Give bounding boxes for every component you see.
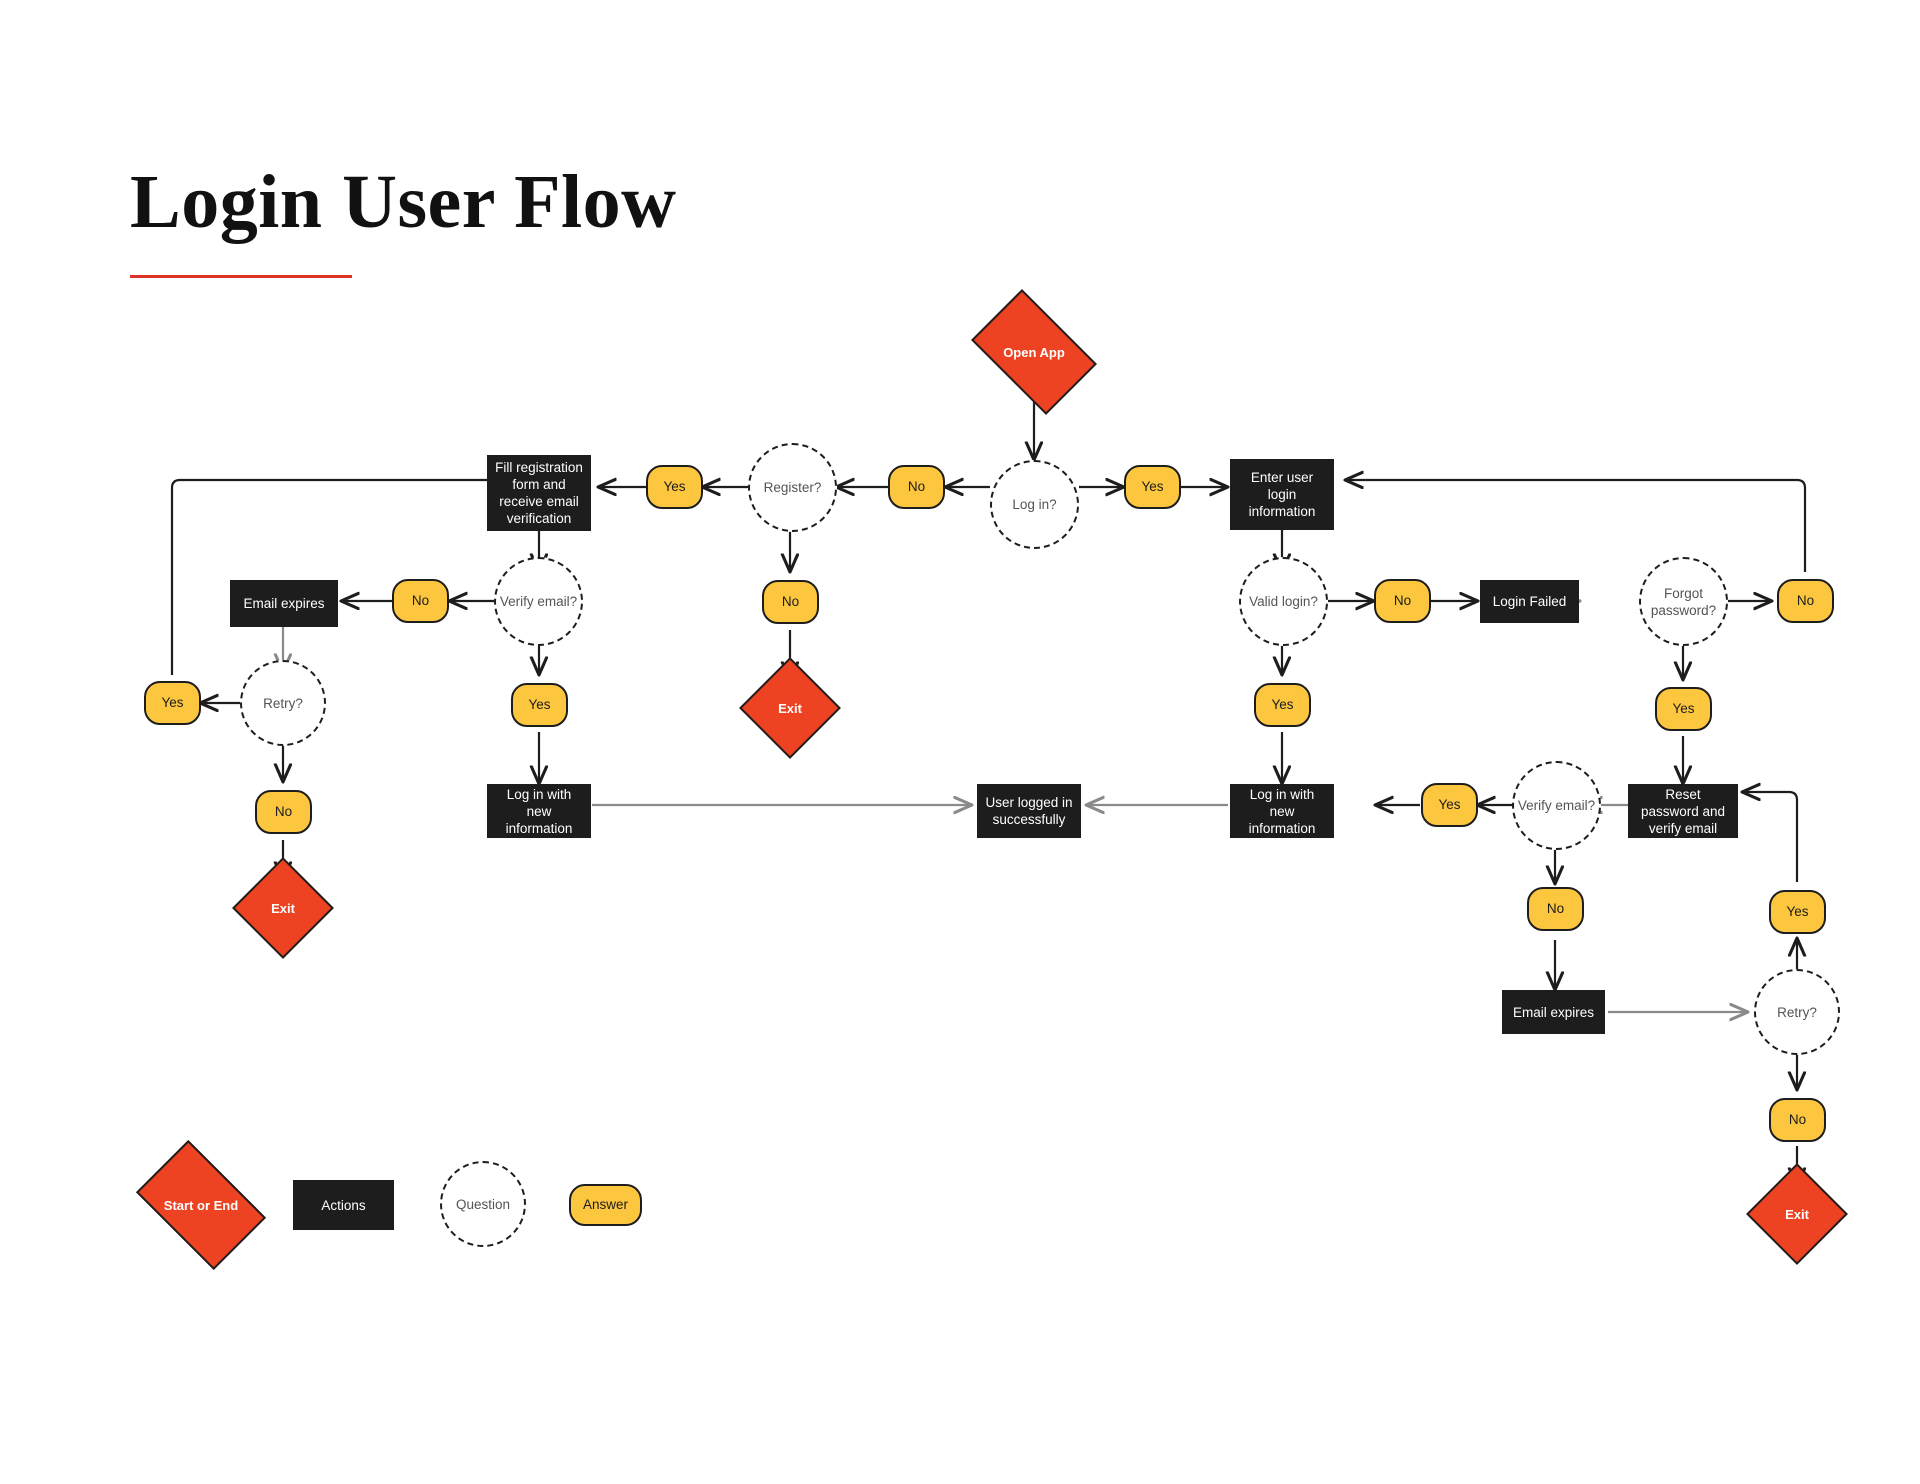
- node-label: Login Failed: [1492, 594, 1567, 609]
- node-label: No: [411, 593, 430, 608]
- node-label: No: [1796, 593, 1815, 608]
- node-label: Yes: [1672, 701, 1695, 716]
- node-no-retry-1[interactable]: No: [255, 790, 312, 834]
- node-label: Log in with new information: [505, 786, 573, 836]
- node-verify-email-question-2[interactable]: Verify email?: [1512, 761, 1601, 850]
- legend-answer: Answer: [569, 1184, 642, 1226]
- legend-label: Actions: [321, 1197, 366, 1213]
- node-label: No: [907, 479, 926, 494]
- node-label: Email expires: [1512, 1004, 1595, 1020]
- node-label: Verify email?: [1517, 798, 1596, 813]
- node-label: No: [1546, 901, 1565, 916]
- node-register-question[interactable]: Register?: [748, 443, 837, 532]
- node-label: Verify email?: [499, 594, 578, 609]
- legend-action: Actions: [293, 1180, 394, 1230]
- node-label: Exit: [1785, 1206, 1809, 1222]
- node-exit-retry-1[interactable]: Exit: [232, 857, 334, 959]
- page-title: Login User Flow: [130, 160, 677, 244]
- node-label: Yes: [1438, 797, 1461, 812]
- node-yes-login[interactable]: Yes: [1124, 465, 1181, 509]
- node-valid-login-question[interactable]: Valid login?: [1239, 557, 1328, 646]
- node-label: Forgot password?: [1650, 585, 1717, 618]
- node-label: Exit: [778, 700, 802, 716]
- node-label: Valid login?: [1249, 594, 1318, 609]
- node-no-forgot-password[interactable]: No: [1777, 579, 1834, 623]
- node-label: Register?: [763, 480, 822, 495]
- legend-label: Start or End: [163, 1197, 239, 1213]
- node-login-new-info-1[interactable]: Log in with new information: [487, 784, 591, 838]
- node-label: Exit: [271, 900, 295, 916]
- node-no-retry-2[interactable]: No: [1769, 1098, 1826, 1142]
- legend-question: Question: [440, 1161, 526, 1247]
- node-no-verify-1[interactable]: No: [392, 579, 449, 623]
- node-label: Yes: [1271, 697, 1294, 712]
- node-enter-login-info[interactable]: Enter user login information: [1230, 459, 1334, 530]
- node-log-in-question[interactable]: Log in?: [990, 460, 1079, 549]
- node-login-failed[interactable]: Login Failed: [1480, 580, 1579, 623]
- node-login-new-info-2[interactable]: Log in with new information: [1230, 784, 1334, 838]
- node-label: Yes: [161, 695, 184, 710]
- node-label: Log in with new information: [1248, 786, 1316, 836]
- node-no-register[interactable]: No: [762, 580, 819, 624]
- node-yes-retry-2[interactable]: Yes: [1769, 890, 1826, 934]
- node-yes-verify-2[interactable]: Yes: [1421, 783, 1478, 827]
- node-label: Email expires: [243, 596, 325, 611]
- node-email-expires-1[interactable]: Email expires: [230, 580, 338, 627]
- node-email-expires-2[interactable]: Email expires: [1502, 990, 1605, 1034]
- node-exit-retry-2[interactable]: Exit: [1746, 1163, 1848, 1265]
- node-open-app[interactable]: Open App: [971, 289, 1097, 415]
- title-accent-rule: [130, 275, 352, 278]
- node-yes-valid-login[interactable]: Yes: [1254, 683, 1311, 727]
- node-label: Retry?: [263, 695, 303, 711]
- node-exit-register[interactable]: Exit: [739, 657, 841, 759]
- node-no-valid-login[interactable]: No: [1374, 579, 1431, 623]
- node-yes-forgot-password[interactable]: Yes: [1655, 687, 1712, 731]
- node-no-verify-2[interactable]: No: [1527, 887, 1584, 931]
- node-label: No: [1393, 593, 1412, 608]
- node-label: Reset password and verify email: [1640, 786, 1726, 836]
- node-reset-password[interactable]: Reset password and verify email: [1628, 784, 1738, 838]
- node-label: Yes: [1786, 904, 1809, 919]
- node-verify-email-question-1[interactable]: Verify email?: [494, 557, 583, 646]
- node-retry-question-1[interactable]: Retry?: [240, 660, 326, 746]
- node-label: Yes: [663, 479, 686, 494]
- node-no-login[interactable]: No: [888, 465, 945, 509]
- node-yes-register[interactable]: Yes: [646, 465, 703, 509]
- node-label: Retry?: [1777, 1004, 1817, 1020]
- node-user-logged-in[interactable]: User logged in successfully: [977, 784, 1081, 838]
- node-label: Fill registration form and receive email…: [495, 460, 583, 526]
- node-label: Yes: [1141, 479, 1164, 494]
- node-fill-registration[interactable]: Fill registration form and receive email…: [487, 455, 591, 531]
- node-label: No: [781, 594, 800, 609]
- legend-terminal: Start or End: [135, 1139, 267, 1271]
- legend-label: Answer: [582, 1197, 628, 1212]
- node-label: No: [1788, 1112, 1807, 1127]
- node-yes-verify-1[interactable]: Yes: [511, 683, 568, 727]
- node-label: User logged in successfully: [985, 795, 1073, 827]
- node-label: Open App: [1003, 344, 1065, 360]
- node-yes-retry-1[interactable]: Yes: [144, 681, 201, 725]
- node-forgot-password-question[interactable]: Forgot password?: [1639, 557, 1728, 646]
- node-label: Log in?: [1012, 497, 1057, 512]
- node-label: No: [274, 804, 293, 819]
- node-label: Yes: [528, 697, 551, 712]
- node-label: Enter user login information: [1248, 470, 1316, 519]
- legend-label: Question: [455, 1196, 511, 1212]
- node-retry-question-2[interactable]: Retry?: [1754, 969, 1840, 1055]
